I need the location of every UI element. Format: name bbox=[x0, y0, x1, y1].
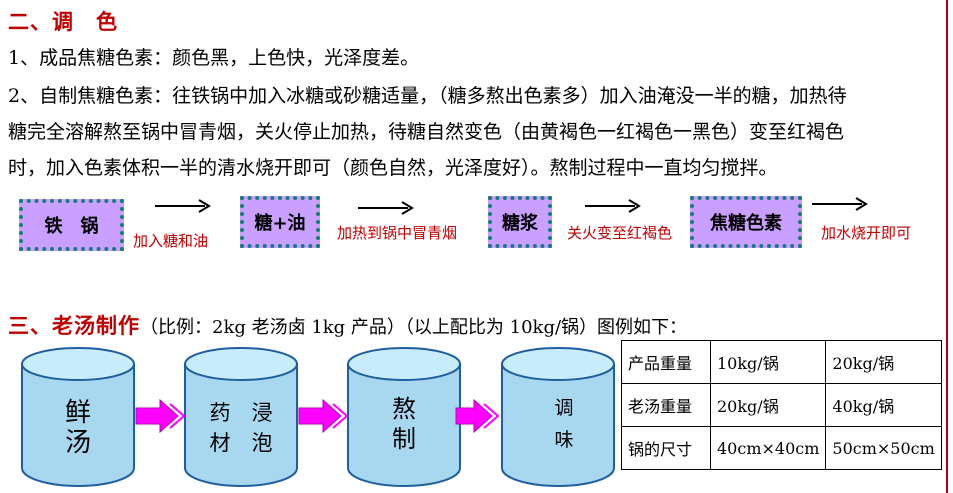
process-arrow-3 bbox=[455, 398, 500, 434]
process-arrow-2 bbox=[298, 398, 349, 434]
item-2-line-1: 2、自制焦糖色素：往铁锅中加入冰糖或砂糖适量，（糖多熬出色素多）加入油淹没一半的… bbox=[8, 85, 847, 107]
table-row: 锅的尺寸 40cm×40cm 50cm×50cm bbox=[621, 426, 942, 470]
item-2-line-3: 时，加入色素体积一半的清水烧开即可（颜色自然，光泽度好）。熬制过程中一直均匀搅拌… bbox=[8, 157, 778, 179]
right-margin-rule bbox=[946, 0, 948, 493]
cylinder-label-line: 鲜 bbox=[64, 398, 91, 428]
section-3-heading: 三、老汤制作（比例：2kg 老汤卤 1kg 产品）（以上配比为 10kg/锅）图… bbox=[8, 310, 687, 340]
cylinder-herb-soak bbox=[184, 347, 298, 487]
cylinder-label-simmer: 熬 制 bbox=[348, 394, 460, 454]
section-3-subtitle: （比例：2kg 老汤卤 1kg 产品）（以上配比为 10kg/锅）图例如下： bbox=[140, 317, 688, 338]
flow-label-2: 加热到锅中冒青烟 bbox=[337, 224, 458, 242]
process-arrow-1 bbox=[135, 398, 186, 434]
cylinder-season bbox=[501, 347, 615, 487]
flow-arrow-2 bbox=[358, 201, 414, 215]
table-cell: 产品重量 bbox=[621, 340, 711, 384]
flow-box-caramel: 焦糖色素 bbox=[690, 196, 802, 248]
flow-box-syrup: 糖浆 bbox=[488, 196, 552, 248]
spec-table: 产品重量 10kg/锅 20kg/锅 老汤重量 20kg/锅 40kg/锅 锅的… bbox=[621, 340, 942, 470]
section-3-title: 三、老汤制作 bbox=[8, 313, 140, 338]
cylinder-label-line: 熬 bbox=[392, 395, 416, 423]
cylinder-label-line: 调 bbox=[554, 397, 574, 419]
flow-arrow-4 bbox=[812, 197, 868, 211]
cylinder-label-line: 制 bbox=[392, 425, 416, 453]
table-cell: 10kg/锅 bbox=[709, 340, 827, 384]
table-cell: 40cm×40cm bbox=[709, 426, 827, 470]
cylinder-label-fresh-soup: 鲜 汤 bbox=[22, 398, 134, 458]
cylinder-label-line: 味 bbox=[554, 429, 574, 451]
table-row: 产品重量 10kg/锅 20kg/锅 bbox=[621, 340, 942, 384]
table-cell: 锅的尺寸 bbox=[621, 426, 711, 470]
soup-process-diagram bbox=[21, 347, 615, 487]
item-2-line-2: 糖完全溶解熬至锅中冒青烟，关火停止加热，待糖自然变色（由黄褐色一红褐色一黑色）变… bbox=[8, 121, 845, 143]
table-cell: 50cm×50cm bbox=[825, 426, 942, 470]
flow-label-4: 加水烧开即可 bbox=[821, 224, 912, 242]
cylinder-fresh-soup bbox=[21, 347, 135, 487]
table-row: 老汤重量 20kg/锅 40kg/锅 bbox=[621, 383, 942, 427]
flow-box-iron-wok: 铁 锅 bbox=[19, 199, 124, 251]
table-cell: 40kg/锅 bbox=[825, 383, 942, 427]
cylinder-label-season: 调 味 bbox=[508, 392, 620, 456]
item-1-text: 1、成品焦糖色素：颜色黑，上色快，光泽度差。 bbox=[8, 47, 420, 69]
flow-box-sugar-oil: 糖+油 bbox=[240, 196, 320, 248]
cylinder-label-herb-soak: 药 浸 材 泡 bbox=[185, 398, 297, 458]
table-cell: 20kg/锅 bbox=[709, 383, 827, 427]
section-2-title: 二、调 色 bbox=[8, 9, 118, 34]
flow-arrow-3 bbox=[585, 199, 641, 213]
flow-label-1: 加入糖和油 bbox=[133, 232, 209, 250]
table-cell: 老汤重量 bbox=[621, 383, 711, 427]
cylinder-label-line: 材 泡 bbox=[209, 431, 273, 455]
flow-label-3: 关火变至红褐色 bbox=[567, 224, 673, 242]
cylinder-label-line: 汤 bbox=[64, 428, 91, 458]
flow-arrow-1 bbox=[155, 199, 211, 213]
cylinder-simmer bbox=[347, 347, 461, 487]
table-cell: 20kg/锅 bbox=[825, 340, 942, 384]
cylinder-label-line: 药 浸 bbox=[209, 401, 273, 425]
